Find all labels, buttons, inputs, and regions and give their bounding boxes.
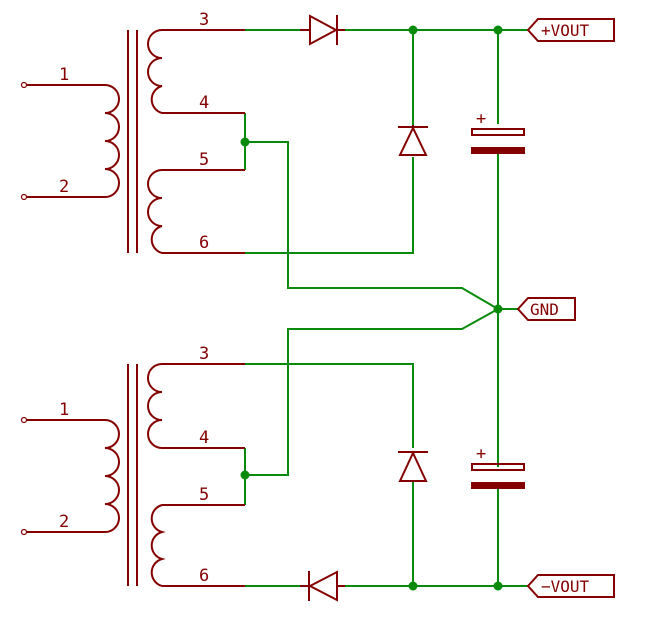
secondary-coil-lower (150, 504, 166, 587)
capacitor-bottom: + (471, 444, 525, 489)
junction-dot (408, 581, 418, 591)
capacitor-polarity-mark: + (476, 444, 486, 464)
pin-number-2: 2 (59, 512, 69, 532)
net-label-flag (526, 18, 615, 42)
junction-dot (493, 581, 503, 591)
net-label-text: GND (530, 300, 559, 319)
diode-triangle (309, 14, 339, 46)
capacitor-polarity-mark: + (476, 109, 486, 129)
net-label-flag (526, 574, 615, 598)
capacitor-top: + (471, 109, 525, 154)
secondary-coil-lower (147, 169, 163, 254)
junction-dot (240, 137, 250, 147)
secondary-coil-upper (147, 363, 163, 449)
pin-number-5: 5 (199, 485, 209, 505)
junction-dot (408, 25, 418, 35)
transformer-top: 1 2 3 4 5 6 (20, 10, 245, 254)
pin-end-1 (20, 416, 28, 424)
net-label-text: +VOUT (541, 21, 590, 40)
wire-bottom-centertap-to-gnd (245, 308, 499, 476)
net-label-ground: GND (516, 297, 576, 321)
pin-number-1: 1 (59, 65, 69, 85)
diode-triangle (398, 450, 428, 482)
junctions (240, 25, 503, 591)
capacitor-negative-plate (471, 482, 525, 489)
wire-bottom-pin3 (245, 363, 414, 448)
pin-number-5: 5 (199, 150, 209, 170)
pin-number-3: 3 (199, 10, 209, 30)
pin-number-2: 2 (59, 177, 69, 197)
pin-end-2 (20, 193, 28, 201)
diode-bottom-vertical (398, 450, 428, 482)
diode-triangle (307, 570, 338, 602)
net-label-negative-output: −VOUT (526, 574, 615, 598)
primary-coil (104, 84, 120, 198)
pin-end-1 (20, 81, 28, 89)
net-label-positive-output: +VOUT (526, 18, 615, 42)
diode-bottom-series (300, 570, 345, 602)
junction-dot (493, 25, 503, 35)
diode-triangle (398, 125, 428, 156)
primary-coil (104, 419, 120, 533)
net-label-text: −VOUT (541, 577, 590, 596)
pin-number-6: 6 (199, 233, 209, 253)
wire-top-pin6-return (245, 157, 414, 254)
transformer-bottom: 1 2 3 4 5 6 (20, 344, 245, 587)
pin-number-3: 3 (199, 344, 209, 364)
pin-number-4: 4 (199, 93, 209, 113)
wire-top-centertap-to-gnd (245, 141, 499, 310)
pin-end-2 (20, 528, 28, 536)
diode-top-vertical (398, 125, 428, 156)
pin-number-1: 1 (59, 400, 69, 420)
secondary-coil-upper (147, 29, 163, 114)
diode-top-series (300, 14, 345, 46)
pin-number-6: 6 (199, 566, 209, 586)
junction-dot (493, 304, 503, 314)
net-label-flag (516, 297, 576, 321)
capacitor-positive-plate (471, 128, 525, 136)
junction-dot (240, 470, 250, 480)
capacitor-negative-plate (471, 147, 525, 154)
pin-number-4: 4 (199, 428, 209, 448)
capacitor-positive-plate (471, 463, 525, 471)
